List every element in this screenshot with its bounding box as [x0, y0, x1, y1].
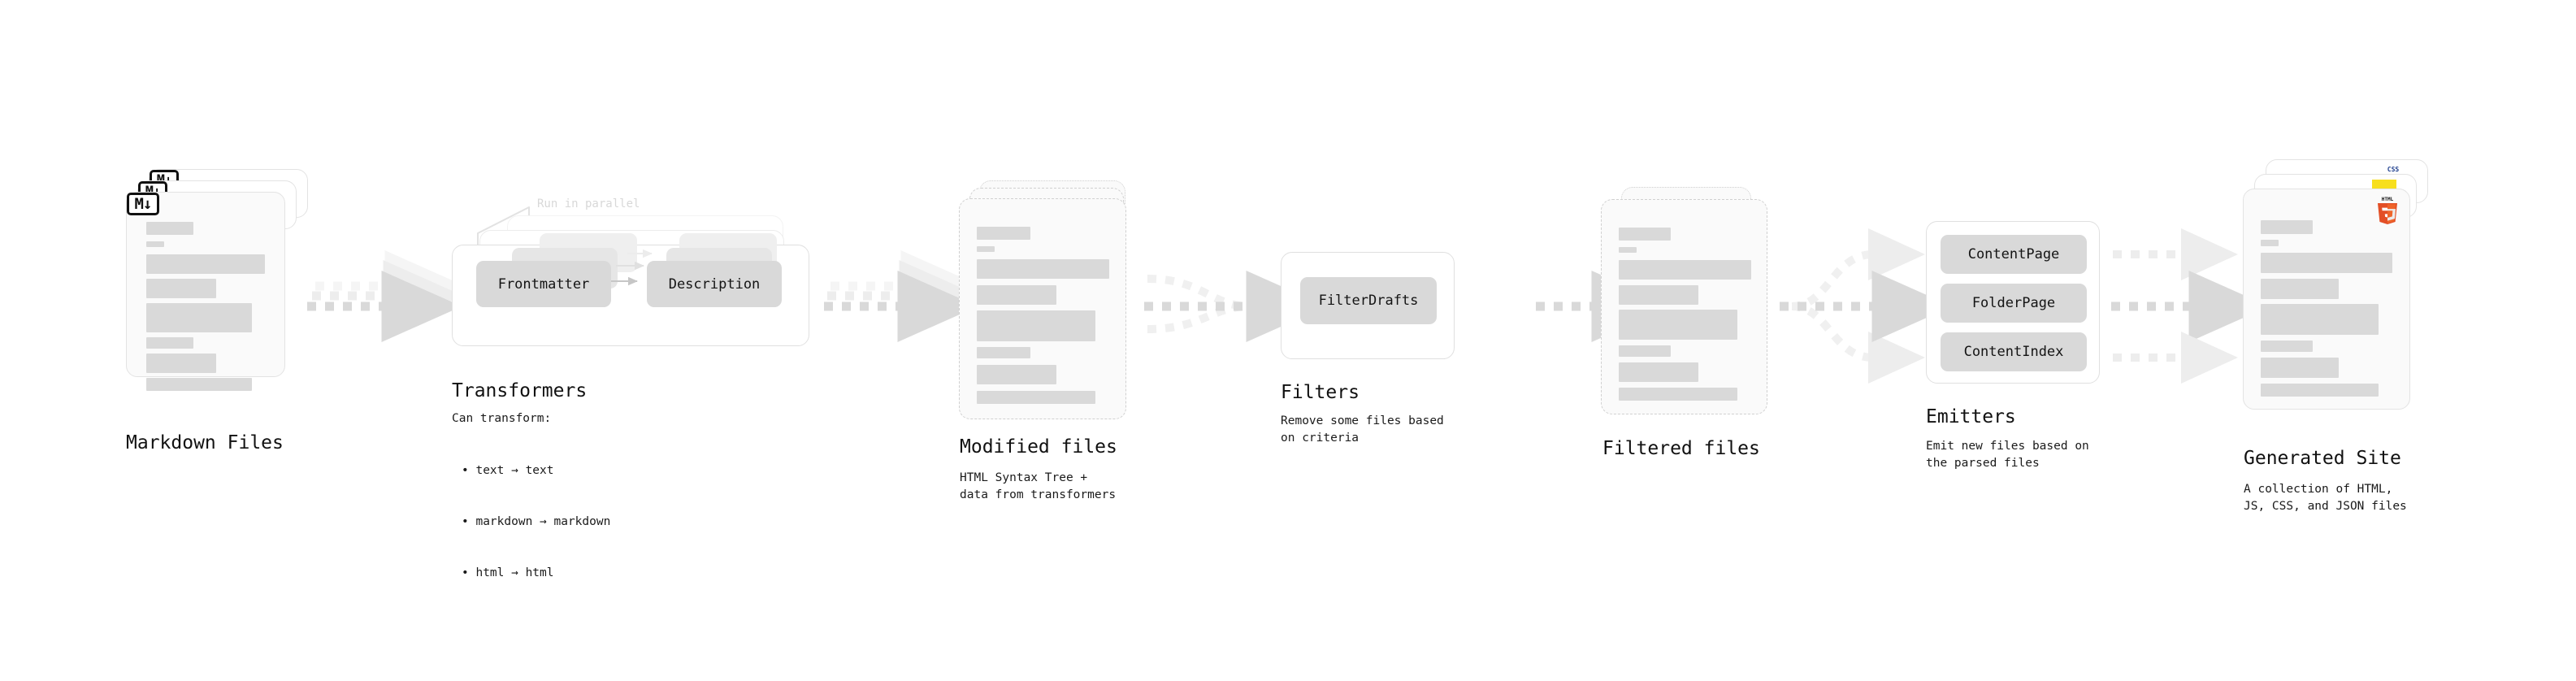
- skeleton-bar: [2261, 304, 2379, 335]
- emitters-subtitle: Emit new files based on the parsed files: [1926, 440, 2089, 471]
- markdown-card-front: M↓: [126, 192, 285, 391]
- filters-subtitle: Remove some files based on criteria: [1281, 414, 1444, 445]
- connector-emitters-to-site: [2111, 228, 2270, 384]
- generated-card-skeleton: [2244, 189, 2409, 409]
- stage-title-filtered-files: Filtered files: [1602, 438, 1760, 459]
- emitter-chip-contentindex[interactable]: ContentIndex: [1941, 332, 2087, 371]
- stage-title-filters: Filters: [1281, 382, 1360, 403]
- generated-site-stack: CSS HTML: [2243, 159, 2438, 427]
- stage-title-generated-site: Generated Site: [2244, 448, 2401, 469]
- transformers-bullet-1: • markdown → markdown: [462, 515, 611, 529]
- skeleton-bar: [977, 259, 1109, 279]
- skeleton-bar: [977, 365, 1056, 384]
- stage-title-markdown-files: Markdown Files: [126, 432, 284, 453]
- skeleton-bar: [2261, 384, 2379, 397]
- skeleton-bar: [977, 347, 1030, 358]
- skeleton-bar: [1619, 362, 1698, 382]
- emitter-chip-contentpage[interactable]: ContentPage: [1941, 235, 2087, 274]
- transformers-bullet-2: • html → html: [462, 566, 554, 580]
- modified-card-front: [959, 198, 1126, 419]
- transformers-bullet-0: • text → text: [462, 464, 554, 478]
- skeleton-bar: [2261, 253, 2392, 273]
- skeleton-bar: [146, 279, 216, 298]
- connector-transformers-to-modified: [824, 250, 982, 342]
- transformers-group: Run in parallel Frontmatter Description …: [452, 197, 834, 362]
- modified-files-stack: [959, 180, 1146, 440]
- skeleton-bar: [146, 303, 252, 332]
- skeleton-bar: [146, 241, 164, 247]
- skeleton-bar: [1619, 228, 1671, 241]
- skeleton-bar: [2261, 358, 2339, 378]
- stage-title-modified-files: Modified files: [960, 436, 1117, 458]
- stage-title-emitters: Emitters: [1926, 406, 2016, 427]
- filters-group: FilterDrafts: [1281, 252, 1459, 366]
- filtered-files-stack: [1601, 187, 1788, 447]
- emitters-panel: ContentPage FolderPage ContentIndex: [1926, 221, 2100, 384]
- skeleton-bar: [1619, 388, 1737, 401]
- transformer-chip-description[interactable]: Description: [647, 261, 782, 307]
- connector-md-to-transformers: [307, 250, 466, 342]
- stage-title-transformers: Transformers: [452, 380, 588, 401]
- filtered-card-front: [1601, 199, 1767, 414]
- transformer-chip-frontmatter[interactable]: Frontmatter: [476, 261, 611, 307]
- markdown-card-skeleton: [127, 193, 284, 391]
- skeleton-bar: [146, 337, 193, 349]
- transformer-inner-arrows: [606, 249, 653, 286]
- markdown-badge-front: M↓: [127, 193, 159, 215]
- filter-chip-filterdrafts[interactable]: FilterDrafts: [1300, 277, 1437, 324]
- skeleton-bar: [977, 285, 1056, 305]
- skeleton-bar: [2261, 340, 2313, 352]
- skeleton-bar: [146, 254, 265, 274]
- run-in-parallel-label: Run in parallel: [537, 197, 640, 210]
- transformers-bullets: • text → text • markdown → markdown • ht…: [462, 428, 610, 616]
- skeleton-bar: [1619, 247, 1637, 253]
- emitter-chip-folderpage[interactable]: FolderPage: [1941, 284, 2087, 323]
- skeleton-bar: [977, 391, 1095, 404]
- transformers-subtitle: Can transform:: [452, 412, 552, 425]
- svg-text:HTML: HTML: [2382, 197, 2394, 202]
- modified-card-skeleton: [960, 199, 1125, 419]
- skeleton-bar: [2261, 240, 2279, 246]
- skeleton-bar: [146, 378, 252, 391]
- skeleton-bar: [977, 227, 1030, 240]
- markdown-files-stack: M↓ M↓ M↓: [126, 169, 313, 429]
- skeleton-bar: [977, 310, 1095, 341]
- skeleton-bar: [146, 222, 193, 235]
- connector-filtered-to-emitters: [1780, 228, 1953, 384]
- skeleton-bar: [1619, 310, 1737, 340]
- skeleton-bar: [2261, 220, 2313, 234]
- filtered-card-skeleton: [1602, 200, 1767, 414]
- generated-card-front: HTML: [2243, 189, 2410, 410]
- skeleton-bar: [977, 246, 995, 252]
- skeleton-bar: [1619, 260, 1751, 280]
- generated-site-subtitle: A collection of HTML, JS, CSS, and JSON …: [2244, 483, 2407, 514]
- skeleton-bar: [146, 354, 216, 373]
- skeleton-bar: [1619, 285, 1698, 305]
- modified-files-subtitle: HTML Syntax Tree + data from transformer…: [960, 471, 1117, 502]
- skeleton-bar: [2261, 279, 2339, 299]
- filters-panel: FilterDrafts: [1281, 252, 1455, 359]
- connector-modified-to-filters: [1144, 271, 1327, 342]
- skeleton-bar: [1619, 345, 1671, 357]
- html5-badge: HTML: [2378, 197, 2397, 224]
- emitters-group: ContentPage FolderPage ContentIndex: [1926, 221, 2113, 400]
